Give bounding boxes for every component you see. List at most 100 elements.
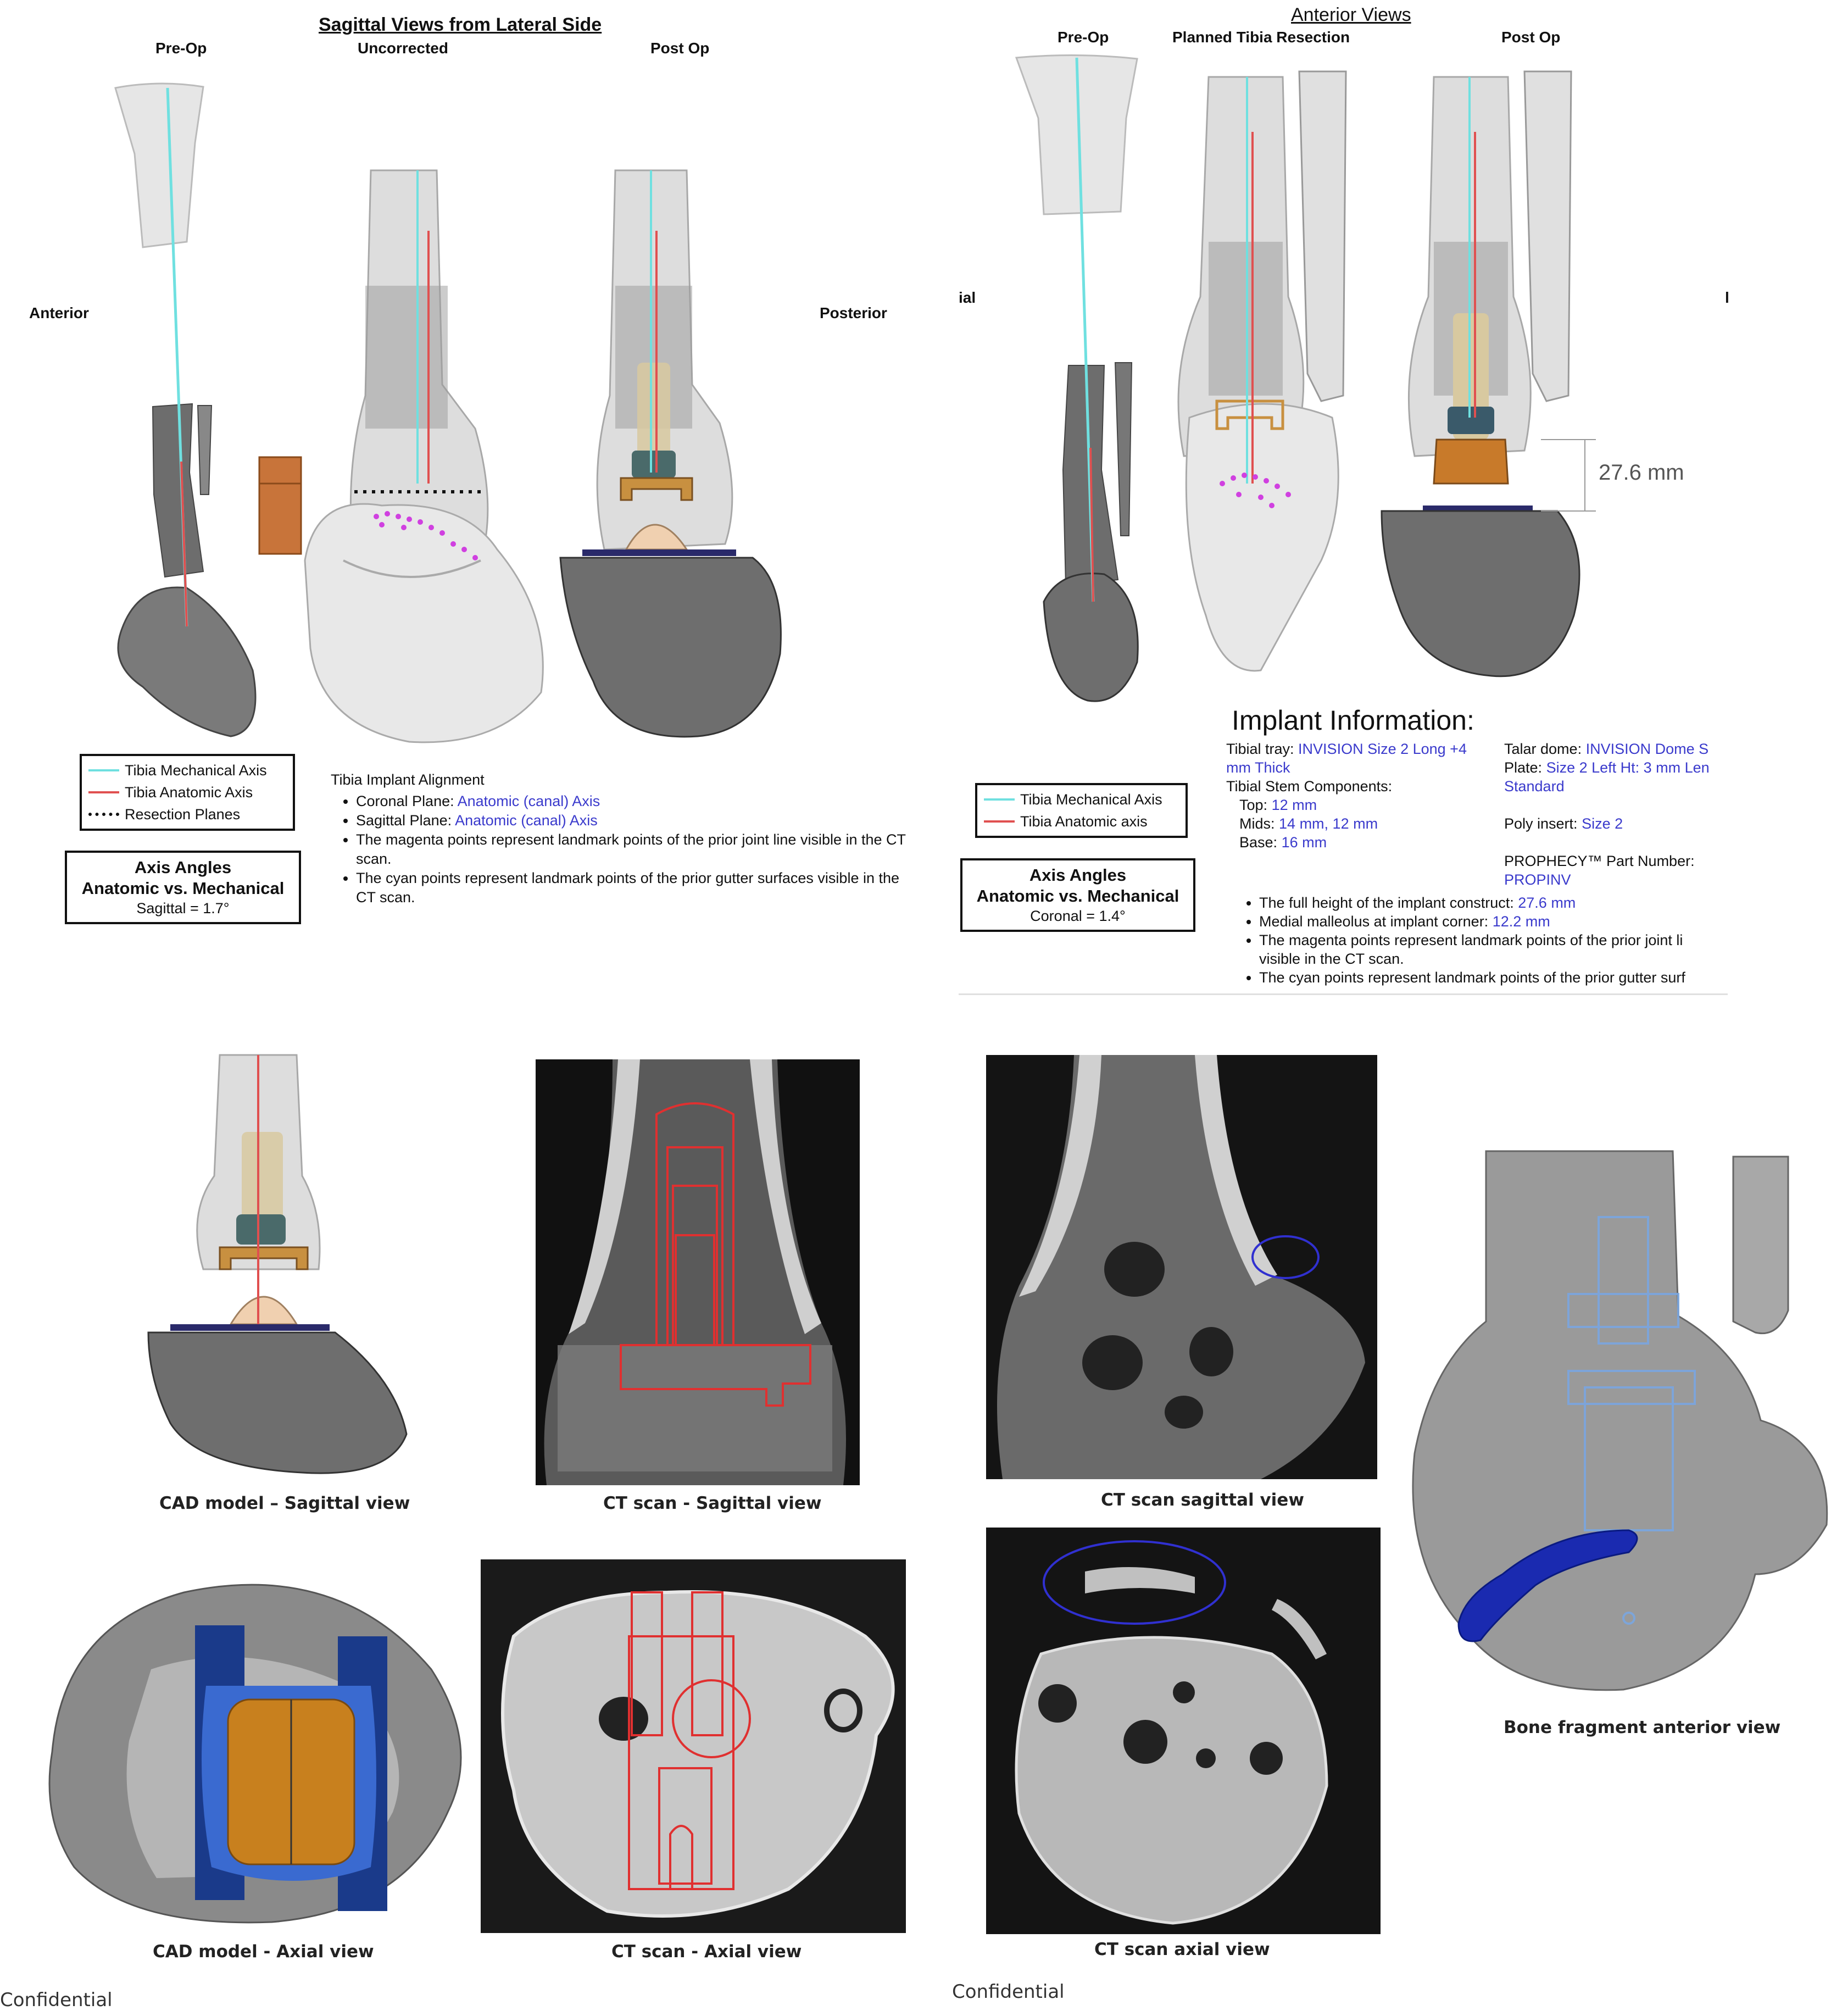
plate-label: Plate:	[1504, 759, 1543, 776]
coronal-value: Anatomic (canal) Axis	[457, 793, 600, 809]
legend-swatch-cyan	[88, 769, 119, 771]
ant-side-left: ial	[959, 289, 976, 306]
axis-angle-value: Coronal = 1.4°	[1030, 908, 1126, 924]
alignment-sagittal: Sagittal Plane: Anatomic (canal) Axis	[356, 811, 913, 830]
tibial-tray-value: INVISION Size 2 Long +4	[1298, 741, 1467, 757]
axis-angles-heading: Axis Angles	[1029, 865, 1127, 885]
caption-ct-axial: CT scan - Axial view	[611, 1942, 802, 1962]
stem-mids-label: Mids:	[1239, 815, 1275, 832]
legend-label: Resection Planes	[125, 806, 241, 823]
legend-swatch-red	[88, 791, 119, 793]
implant-bullets: The full height of the implant construct…	[1226, 893, 1732, 987]
alignment-heading: Tibia Implant Alignment	[331, 771, 485, 788]
poly-insert-value: Size 2	[1582, 815, 1623, 832]
axis-angle-value: Sagittal = 1.7°	[136, 900, 230, 917]
poly-insert-label: Poly insert:	[1504, 815, 1578, 832]
bullet-text-cont: visible in the CT scan.	[1259, 951, 1404, 967]
ant-col-planned: Planned Tibia Resection	[1172, 29, 1350, 46]
alignment-notes: Tibia Implant Alignment Coronal Plane: A…	[331, 770, 913, 907]
preop-sagittal-render	[114, 82, 257, 737]
sagittal-legend: Tibia Mechanical Axis Tibia Anatomic Axi…	[80, 754, 295, 831]
caption-cad-axial: CAD model - Axial view	[153, 1942, 374, 1962]
caption-ct-sagittal: CT scan - Sagittal view	[603, 1493, 822, 1513]
axis-angles-subheading: Anatomic vs. Mechanical	[976, 886, 1179, 906]
tibial-tray-label: Tibial tray:	[1226, 741, 1294, 757]
legend-row-anatomic: Tibia Anatomic axis	[984, 810, 1179, 832]
ant-side-right: l	[1725, 289, 1729, 306]
alignment-coronal: Coronal Plane: Anatomic (canal) Axis	[356, 792, 913, 811]
bullet-full-height: The full height of the implant construct…	[1259, 893, 1732, 912]
caption-ct-axial-2: CT scan axial view	[1094, 1940, 1270, 1959]
implant-height-measurement: 27.6 mm	[1599, 460, 1684, 485]
plate: Plate: Size 2 Left Ht: 3 mm Len	[1504, 758, 1735, 777]
bullet-cyan: The cyan points represent landmark point…	[1259, 968, 1732, 987]
sagittal-axis-angles: Axis Angles Anatomic vs. Mechanical Sagi…	[65, 851, 301, 924]
legend-label: Tibia Anatomic axis	[1020, 813, 1148, 830]
ct-sagittal-image	[536, 1059, 860, 1485]
legend-row-mechanical: Tibia Mechanical Axis	[88, 759, 286, 781]
bullet-text: The full height of the implant construct…	[1259, 895, 1514, 911]
stem-base-label: Base:	[1239, 834, 1278, 851]
col-postop: Post Op	[650, 40, 710, 57]
plate-value-cont: Standard	[1504, 778, 1565, 795]
implant-info-title: Implant Information:	[1232, 705, 1474, 736]
axis-angles-heading: Axis Angles	[134, 858, 232, 877]
ant-col-preop: Pre-Op	[1058, 29, 1109, 46]
stem-base-value: 16 mm	[1281, 834, 1327, 851]
col-preop: Pre-Op	[155, 40, 207, 57]
coronal-label: Coronal Plane:	[356, 793, 454, 809]
tibial-tray-value-cont: mm Thick	[1226, 759, 1290, 776]
anterior-legend: Tibia Mechanical Axis Tibia Anatomic axi…	[975, 783, 1188, 838]
legend-row-anatomic: Tibia Anatomic Axis	[88, 781, 286, 803]
spacer-block	[258, 456, 302, 555]
bone-fragment-render	[1412, 1150, 1828, 1691]
talar-dome-value: INVISION Dome S	[1585, 741, 1709, 757]
sagittal-label: Sagittal Plane:	[356, 812, 452, 829]
caption-bone-fragment: Bone fragment anterior view	[1504, 1718, 1781, 1737]
part-number-label: PROPHECY™ Part Number:	[1504, 853, 1695, 869]
legend-label: Tibia Mechanical Axis	[1020, 791, 1162, 808]
legend-swatch-cyan	[984, 798, 1015, 801]
plate-value: Size 2 Left Ht: 3 mm Len	[1546, 759, 1710, 776]
alignment-note-magenta: The magenta points represent landmark po…	[356, 830, 913, 869]
stem-top: Top: 12 mm	[1226, 796, 1504, 814]
ct-axial-view-image	[986, 1528, 1381, 1934]
anterior-title: Anterior Views	[1291, 4, 1411, 25]
part-number-value: PROPINV	[1504, 871, 1571, 888]
implant-info-left: Tibial tray: INVISION Size 2 Long +4 mm …	[1226, 740, 1504, 852]
sagittal-value: Anatomic (canal) Axis	[455, 812, 598, 829]
talar-dome-label: Talar dome:	[1504, 741, 1582, 757]
cad-sagittal-render	[147, 1054, 408, 1474]
side-posterior: Posterior	[820, 304, 887, 321]
legend-label: Tibia Anatomic Axis	[125, 784, 253, 801]
anterior-planned-render	[1177, 70, 1347, 672]
caption-ct-sagittal-2: CT scan sagittal view	[1101, 1490, 1304, 1510]
bullet-magenta: The magenta points represent landmark po…	[1259, 931, 1732, 968]
poly-insert: Poly insert: Size 2	[1504, 814, 1735, 833]
ct-sagittal-view-image	[986, 1055, 1377, 1479]
anterior-preop-render	[1015, 54, 1139, 702]
alignment-note-cyan: The cyan points represent landmark point…	[356, 869, 913, 907]
caption-cad-sagittal: CAD model – Sagittal view	[159, 1493, 410, 1513]
implant-info-right: Talar dome: INVISION Dome S Plate: Size …	[1504, 740, 1735, 889]
postop-sagittal-render	[559, 169, 782, 738]
cad-axial-render	[48, 1584, 462, 1924]
bullet-text: The magenta points represent landmark po…	[1259, 932, 1683, 948]
legend-label: Tibia Mechanical Axis	[125, 762, 267, 779]
legend-swatch-red	[984, 820, 1015, 823]
confidential-footer-left: Confidential	[0, 1989, 113, 2011]
legend-swatch-dotted	[88, 813, 119, 816]
legend-row-mechanical: Tibia Mechanical Axis	[984, 788, 1179, 810]
bullet-text: Medial malleolus at implant corner:	[1259, 913, 1489, 930]
axis-angles-subheading: Anatomic vs. Mechanical	[81, 879, 285, 898]
side-anterior: Anterior	[29, 304, 89, 321]
bullet-medial-malleolus: Medial malleolus at implant corner: 12.2…	[1259, 912, 1732, 931]
divider	[959, 993, 1728, 995]
talar-dome: Talar dome: INVISION Dome S	[1504, 740, 1735, 758]
col-uncorrected: Uncorrected	[358, 40, 448, 57]
ant-col-postop: Post Op	[1501, 29, 1561, 46]
stem-components-label: Tibial Stem Components:	[1226, 778, 1393, 795]
confidential-footer-right: Confidential	[952, 1981, 1065, 2003]
anterior-axis-angles: Axis Angles Anatomic vs. Mechanical Coro…	[960, 858, 1195, 932]
anterior-postop-render	[1381, 70, 1596, 677]
